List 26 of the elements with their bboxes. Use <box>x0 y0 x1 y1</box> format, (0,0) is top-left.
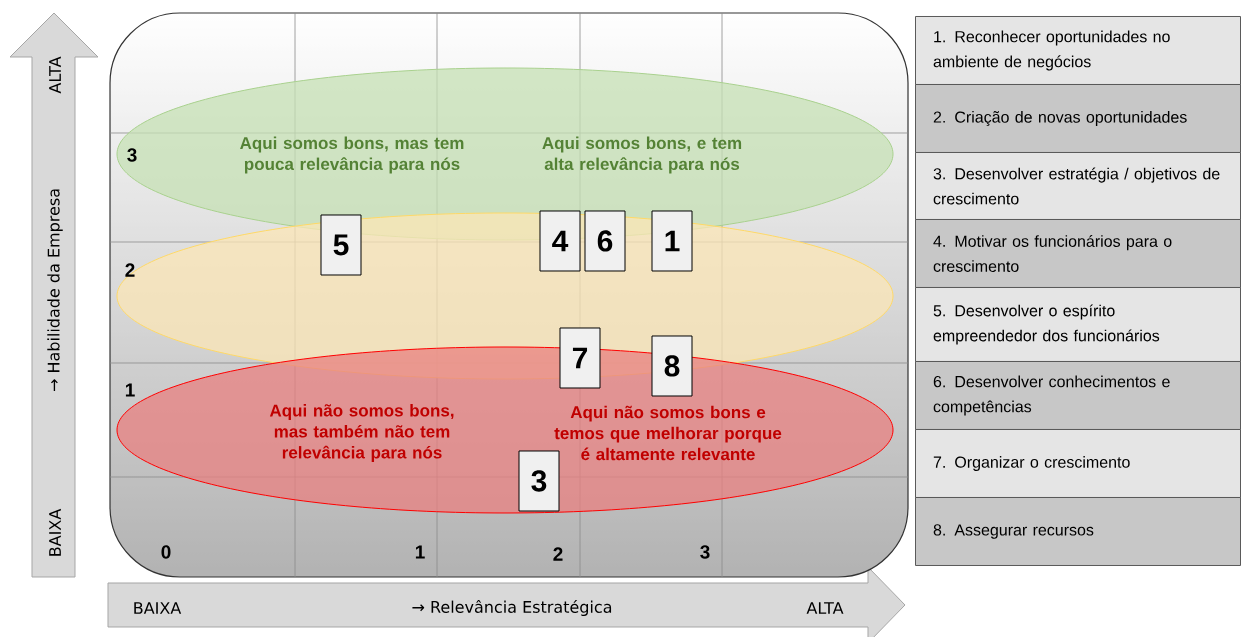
axis-label: → Relevância Estratégica <box>412 599 612 617</box>
region-text: Aqui somos bons, e tem alta relevância para nós <box>542 136 742 174</box>
scale-number: 0 <box>161 545 171 559</box>
table-row: 7. Organizar o crescimento <box>915 429 1241 498</box>
scale-number: 3 <box>127 148 137 162</box>
axis-label: ALTA <box>49 56 61 94</box>
scale-number: 1 <box>125 383 135 397</box>
table-row: 5. Desenvolver o espírito empreendedor dos funcionários <box>915 287 1241 362</box>
axis-label: BAIXA <box>49 508 61 556</box>
axis-label: ALTA <box>806 602 844 614</box>
region-text: Aqui somos bons, mas tem pouca relevância para nós <box>240 136 464 174</box>
table-row: 3. Desenvolver estratégia / objetivos de crescimento <box>915 152 1241 220</box>
axis-label: → Habilidade da Empresa <box>47 189 63 392</box>
table-row: 6. Desenvolver conhecimentos e competências <box>915 361 1241 430</box>
scale-number: 2 <box>553 547 563 561</box>
scale-number: 2 <box>125 263 135 277</box>
scale-number: 3 <box>700 545 710 559</box>
table-row: 4. Motivar os funcionários para o crescimento <box>915 219 1241 288</box>
region-text: Aqui não somos bons, mas também não tem relevância para nós <box>269 404 454 462</box>
table-row: 1. Reconhecer oportunidades no ambiente de negócios <box>915 16 1241 85</box>
number-box: 7 <box>559 327 601 389</box>
number-box: 8 <box>651 335 693 397</box>
table-row: 2. Criação de novas oportunidades <box>915 84 1241 153</box>
axis-label: BAIXA <box>134 602 182 614</box>
scale-number: 1 <box>415 545 425 559</box>
table-row: 8. Assegurar recursos <box>915 497 1241 566</box>
